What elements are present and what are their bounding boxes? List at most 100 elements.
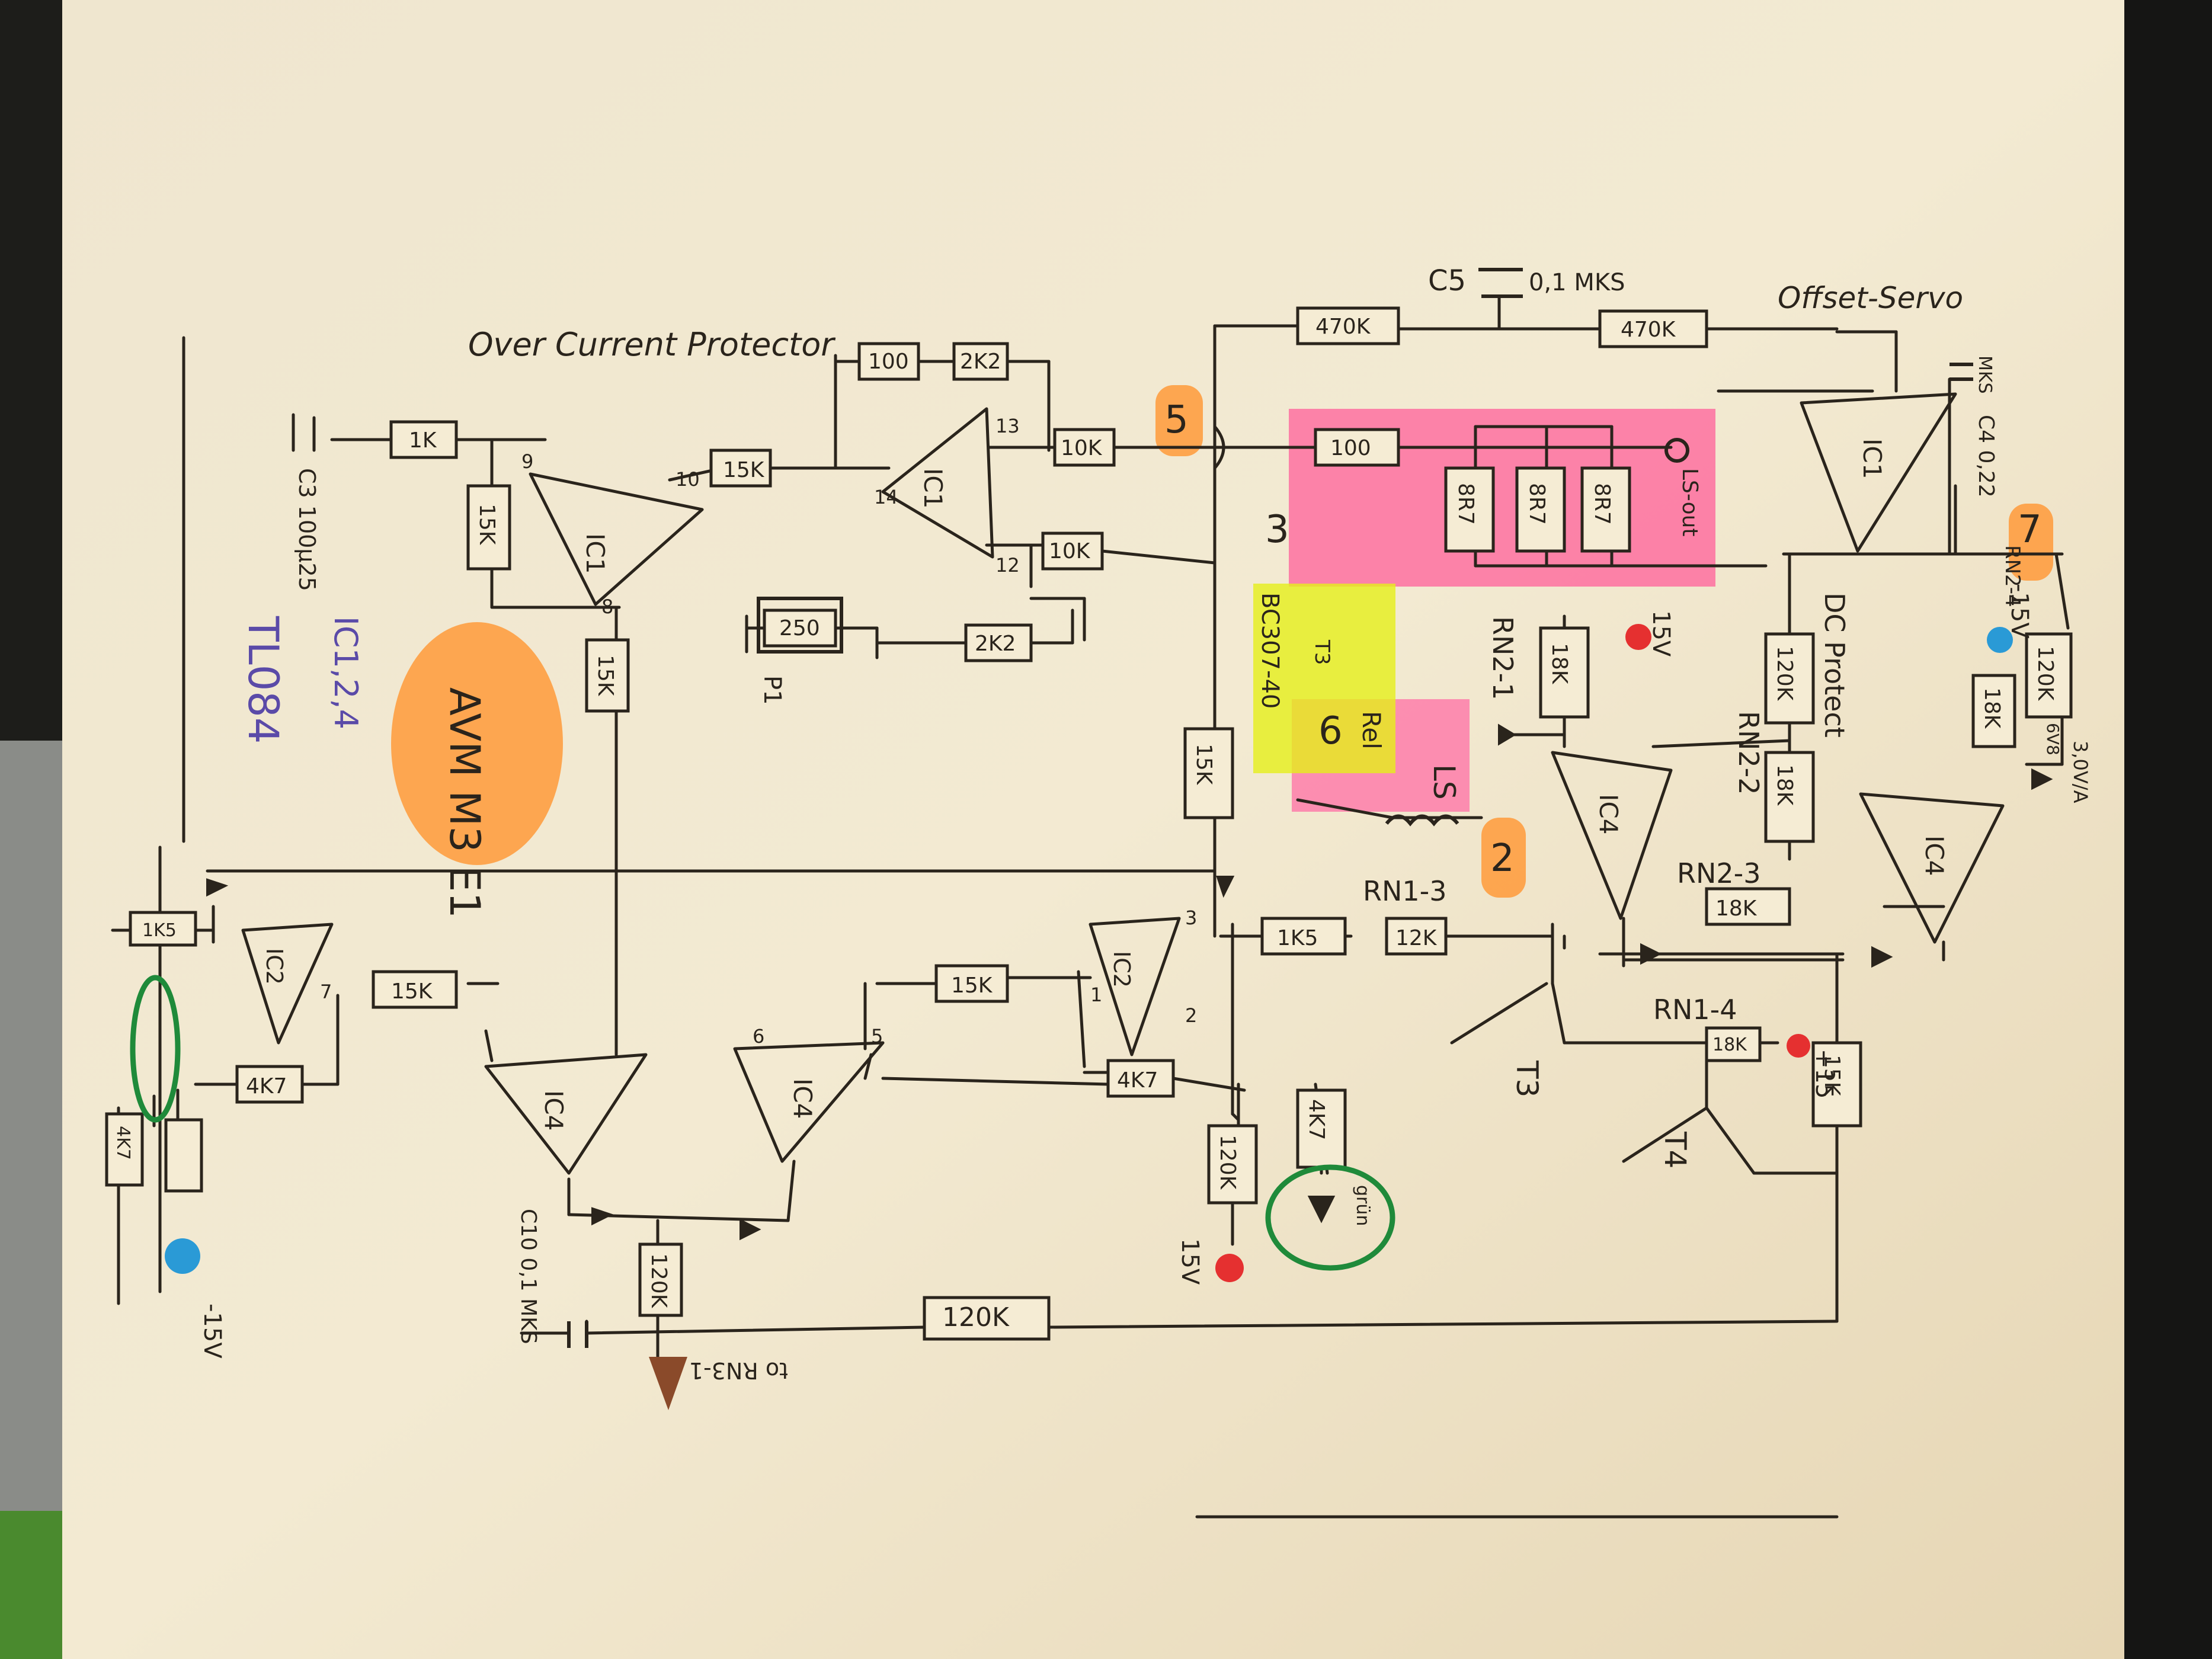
- r-2k2-b-label: 2K2: [975, 632, 1016, 656]
- led-label: grün: [1352, 1185, 1373, 1226]
- offset-servo-title: Offset-Servo: [1778, 281, 1963, 315]
- r-15k-f-label: 15K: [1820, 1055, 1844, 1097]
- c5-value: 0,1 MKS: [1529, 269, 1625, 296]
- diode-symbols: [206, 723, 2053, 1241]
- pin-10: 10: [676, 468, 700, 491]
- r-15k-d-label: 15K: [1192, 744, 1216, 786]
- pin-14: 14: [874, 486, 898, 508]
- ic-list-label: IC1,2,4: [327, 616, 364, 729]
- resistor-values: 1K 15K 15K 100 2K2 10K 250 2K2 10K 470K …: [113, 315, 2057, 1333]
- r-250-label: 250: [779, 616, 820, 640]
- rn2-3-label: RN2-3: [1677, 857, 1761, 889]
- ic2-b-label: IC2: [1109, 951, 1135, 988]
- connector-7: 7: [2018, 508, 2042, 552]
- c3-label: C3 100μ25: [294, 468, 320, 591]
- pin-8: 8: [601, 595, 613, 618]
- connector-6: 6: [1318, 709, 1343, 753]
- pin-7: 7: [320, 981, 332, 1003]
- supply-dot-red-1: [1625, 624, 1651, 650]
- r-120k-d-label: 120K: [646, 1253, 671, 1309]
- supply-dot-red-3: [1215, 1254, 1244, 1282]
- ic4-b-label: IC4: [788, 1078, 817, 1119]
- circuit-wiring: [111, 294, 2070, 1519]
- r-18k-d-label: 18K: [1715, 896, 1758, 921]
- r-120k-b-label: 120K: [2033, 646, 2057, 702]
- pin-2: 2: [1185, 1004, 1197, 1027]
- ic-type-label: TL084: [239, 616, 287, 744]
- pin-5: 5: [871, 1025, 883, 1048]
- c10-label: C10 0,1 MKS: [516, 1209, 540, 1344]
- r-18k-e-label: 18K: [1712, 1035, 1747, 1055]
- zd-label: 3,0V/A: [2069, 741, 2092, 803]
- r-4k7-d-label: 4K7: [113, 1126, 133, 1160]
- connector-3: 3: [1265, 508, 1289, 552]
- r-1k5-a-label: 1K5: [1277, 926, 1318, 950]
- r-8r7-a-label: 8R7: [1454, 483, 1478, 525]
- ic1-b-label: IC1: [918, 468, 947, 508]
- highlights: [391, 385, 2053, 898]
- r-1k5-b-label: 1K5: [142, 920, 177, 941]
- supply-dot-red-2: [1787, 1034, 1810, 1058]
- r-4k7-a-label: 4K7: [1117, 1068, 1158, 1093]
- r-18k-c-label: 18K: [1980, 687, 2004, 729]
- ic2-a-label: IC2: [261, 948, 287, 985]
- supply-minus15v-b: -15V: [199, 1304, 226, 1359]
- t3-label: T3: [1510, 1060, 1544, 1097]
- ic4-a-label: IC4: [539, 1090, 568, 1130]
- rn2-1-label: RN2-1: [1487, 616, 1519, 700]
- c4-mks-label: MKS: [1974, 356, 1995, 394]
- over-current-title: Over Current Protector: [468, 326, 835, 363]
- paper-sheet: [62, 0, 2124, 1659]
- rn2-4-label: RN2-4: [2000, 545, 2024, 607]
- orange-mark-2: [1481, 818, 1526, 898]
- c5-label: C5: [1428, 264, 1466, 297]
- network-labels: RN2-1 RN2-2 RN2-3 RN2-4 RN1-3 RN1-4 to R…: [689, 545, 2092, 1383]
- connector-2: 2: [1490, 837, 1515, 880]
- r-120k-a-label: 120K: [1772, 646, 1797, 702]
- r-15k-c-label: 15K: [593, 655, 617, 697]
- left-patterned-surface: [0, 741, 65, 1511]
- ic1-c-label: IC1: [1858, 438, 1887, 479]
- r-15k-b-label: 15K: [723, 458, 765, 482]
- r-470k-b-label: 470K: [1621, 318, 1676, 342]
- p1-label: P1: [758, 675, 786, 705]
- rel-label: Rel: [1357, 711, 1386, 750]
- green-led-ring: [1265, 1164, 1395, 1271]
- arrow-to-rn3: [649, 1357, 687, 1410]
- r-100-out-label: 100: [1330, 436, 1371, 460]
- supply-dots: [130, 624, 2013, 1410]
- zd-b-label: 6V8: [2043, 723, 2063, 755]
- green-corner: [0, 1511, 65, 1659]
- ic4-d-label: IC4: [1920, 835, 1949, 876]
- r-12k-label: 12K: [1395, 926, 1438, 950]
- module-label: AVM M3 E1: [440, 687, 489, 918]
- r-470k-a-label: 470K: [1315, 315, 1371, 339]
- supply-dot-blue-2: [165, 1238, 200, 1274]
- to-rn3-label: to RN3-1: [689, 1357, 788, 1383]
- supply-dot-blue-1: [1987, 627, 2013, 653]
- t4-label: T4: [1658, 1131, 1692, 1168]
- capacitor-symbols: [567, 268, 1973, 1348]
- green-trimmer-ring: [130, 975, 181, 1123]
- c4-label: C4 0,22: [1974, 415, 1998, 498]
- orange-highlight-module: [391, 622, 563, 865]
- r-15k-g-label: 15K: [391, 979, 433, 1004]
- r-18k-b-label: 18K: [1772, 764, 1797, 806]
- r-4k7-c-label: 4K7: [246, 1074, 287, 1098]
- pin-12: 12: [995, 554, 1020, 577]
- t3-symbol-label: T3: [1310, 639, 1334, 665]
- r-10k-b-label: 10K: [1049, 539, 1091, 563]
- resistor-boxes: [105, 306, 2073, 1341]
- r-8r7-b-label: 8R7: [1525, 483, 1549, 525]
- orange-mark-5: [1155, 385, 1203, 456]
- ls-out-label: LS-out: [1678, 468, 1702, 537]
- r-120k-c-label: 120K: [1215, 1135, 1240, 1190]
- r-4k7-b-label: 4K7: [1304, 1099, 1329, 1140]
- supply-15v-b: 15V: [1176, 1238, 1203, 1285]
- rn1-3-label: RN1-3: [1363, 875, 1447, 907]
- pin-3: 3: [1185, 907, 1197, 929]
- supply-minus15v-a: -15V: [2006, 584, 2033, 639]
- connector-5: 5: [1164, 398, 1189, 442]
- orange-mark-7: [2009, 504, 2053, 581]
